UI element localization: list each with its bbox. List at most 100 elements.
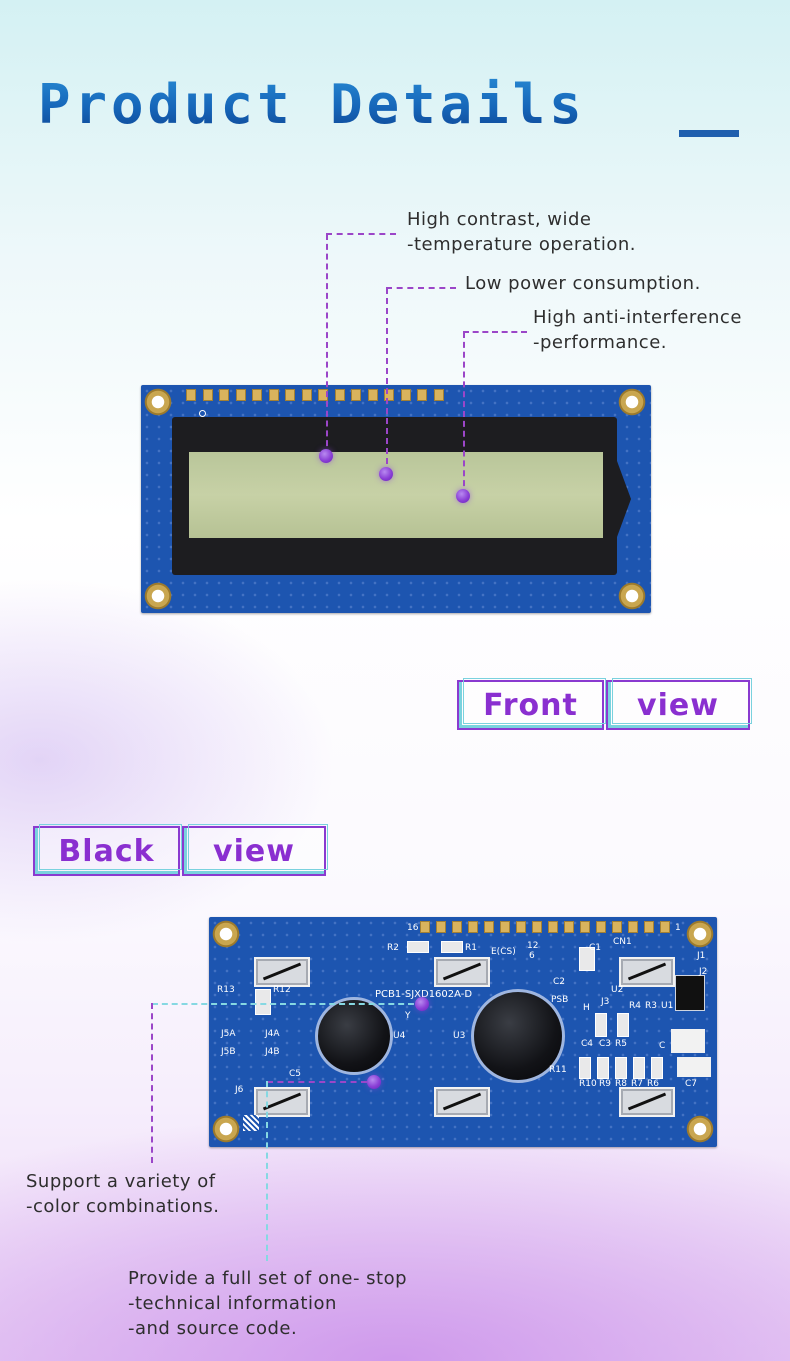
mount-hole [618, 582, 646, 610]
view-label-box: view [606, 678, 752, 730]
pin [433, 389, 444, 401]
silk-c3: C3 [599, 1039, 612, 1049]
pin [612, 921, 622, 933]
front-label-box: Front [457, 678, 606, 730]
silk-12: 12 [527, 941, 539, 951]
smd-r6 [651, 1057, 663, 1079]
pin-header [420, 921, 680, 933]
pin [468, 921, 478, 933]
pcb-back: 16 1 R2 R1 E(CS) 12 6 C1 CN1 J1 J2 C2 U2… [209, 917, 717, 1147]
callout-line: -performance. [533, 332, 667, 353]
pin [351, 389, 361, 401]
pad-c7 [671, 1029, 705, 1053]
callout-line: -technical information [128, 1293, 337, 1314]
pin [596, 921, 606, 933]
pin-header [186, 389, 446, 401]
view-label-word: view [637, 687, 719, 723]
pin [268, 389, 279, 401]
pin [186, 389, 196, 401]
callout-dot [415, 997, 429, 1011]
callout-line: Provide a full set of one- stop [128, 1268, 408, 1289]
callout-line: Support a variety of [26, 1171, 216, 1192]
pin1-marker [199, 410, 206, 417]
silk-j4a: J4A [265, 1029, 280, 1039]
callout-low-power: Low power consumption. [465, 271, 701, 296]
mount-hole [144, 388, 172, 416]
pin [202, 389, 213, 401]
backlight-connector [254, 957, 310, 987]
pin [420, 921, 430, 933]
mount-hole [686, 920, 714, 948]
silk-r2: R2 [387, 943, 399, 953]
silk-c7: C7 [685, 1079, 698, 1089]
leader-line [152, 1003, 414, 1005]
pin [484, 921, 494, 933]
silk-6: 6 [529, 951, 535, 961]
silk-r7: R7 [631, 1079, 643, 1089]
callout-dot [456, 489, 470, 503]
silk-psb: PSB [551, 995, 569, 1005]
smd-r12 [255, 989, 271, 1015]
pin [367, 389, 378, 401]
mount-hole [144, 582, 172, 610]
pin [219, 389, 229, 401]
silk-j6: J6 [235, 1085, 244, 1095]
leader-line [386, 287, 456, 289]
silk-u2: U2 [611, 985, 624, 995]
silk-model: PCB1-SJXD1602A-D [375, 989, 473, 1000]
silk-r12: R12 [273, 985, 291, 995]
pin [628, 921, 638, 933]
callout-technical-info: Provide a full set of one- stop -technic… [128, 1266, 407, 1341]
leader-line [326, 234, 328, 456]
cob-chip-u4 [315, 997, 393, 1075]
silk-r8: R8 [615, 1079, 627, 1089]
pin [301, 389, 312, 401]
callout-dot [379, 467, 393, 481]
pcb-front [141, 385, 651, 613]
silk-c2: C2 [553, 977, 566, 987]
qr-marker [243, 1115, 259, 1131]
lcd-bezel [172, 417, 617, 575]
callout-color-combinations: Support a variety of -color combinations… [26, 1169, 219, 1219]
pin [548, 921, 558, 933]
silk-j1: J1 [697, 951, 706, 961]
silk-u4: U4 [393, 1031, 406, 1041]
callout-line: High anti-interference [533, 307, 742, 328]
silk-r4: R4 [629, 1001, 641, 1011]
silk-h: H [583, 1003, 590, 1013]
leader-line [151, 1003, 153, 1163]
silk-j5b: J5B [221, 1047, 236, 1057]
mount-hole [212, 1115, 240, 1143]
smd-r4 [617, 1013, 629, 1037]
silk-j3: J3 [601, 997, 610, 1007]
pin [564, 921, 574, 933]
cob-chip-u3 [471, 989, 565, 1083]
backlight-tab [617, 461, 631, 537]
pin [516, 921, 526, 933]
leader-line [267, 1081, 367, 1083]
silk-pin16: 16 [407, 923, 419, 933]
leader-line [386, 288, 388, 474]
back-label-word: Black [58, 833, 155, 869]
silk-r9: R9 [599, 1079, 611, 1089]
silk-j4b: J4B [265, 1047, 280, 1057]
smd-r2 [407, 941, 429, 953]
smd-r7 [633, 1057, 645, 1079]
backlight-connector [619, 957, 675, 987]
silk-y: Y [405, 1011, 411, 1021]
lcd-screen [189, 452, 603, 538]
smd-c1 [579, 947, 595, 971]
chip-u1 [675, 975, 705, 1011]
callout-line: -color combinations. [26, 1196, 220, 1217]
pin [285, 389, 295, 401]
silk-u1: U1 [661, 1001, 674, 1011]
pin [580, 921, 590, 933]
silk-r1: R1 [465, 943, 477, 953]
backlight-connector [434, 1087, 490, 1117]
callout-line: -temperature operation. [407, 234, 637, 255]
pin [500, 921, 510, 933]
leader-line [463, 332, 465, 496]
leader-line [266, 1081, 268, 1261]
mount-hole [686, 1115, 714, 1143]
silk-j2: J2 [699, 967, 708, 977]
